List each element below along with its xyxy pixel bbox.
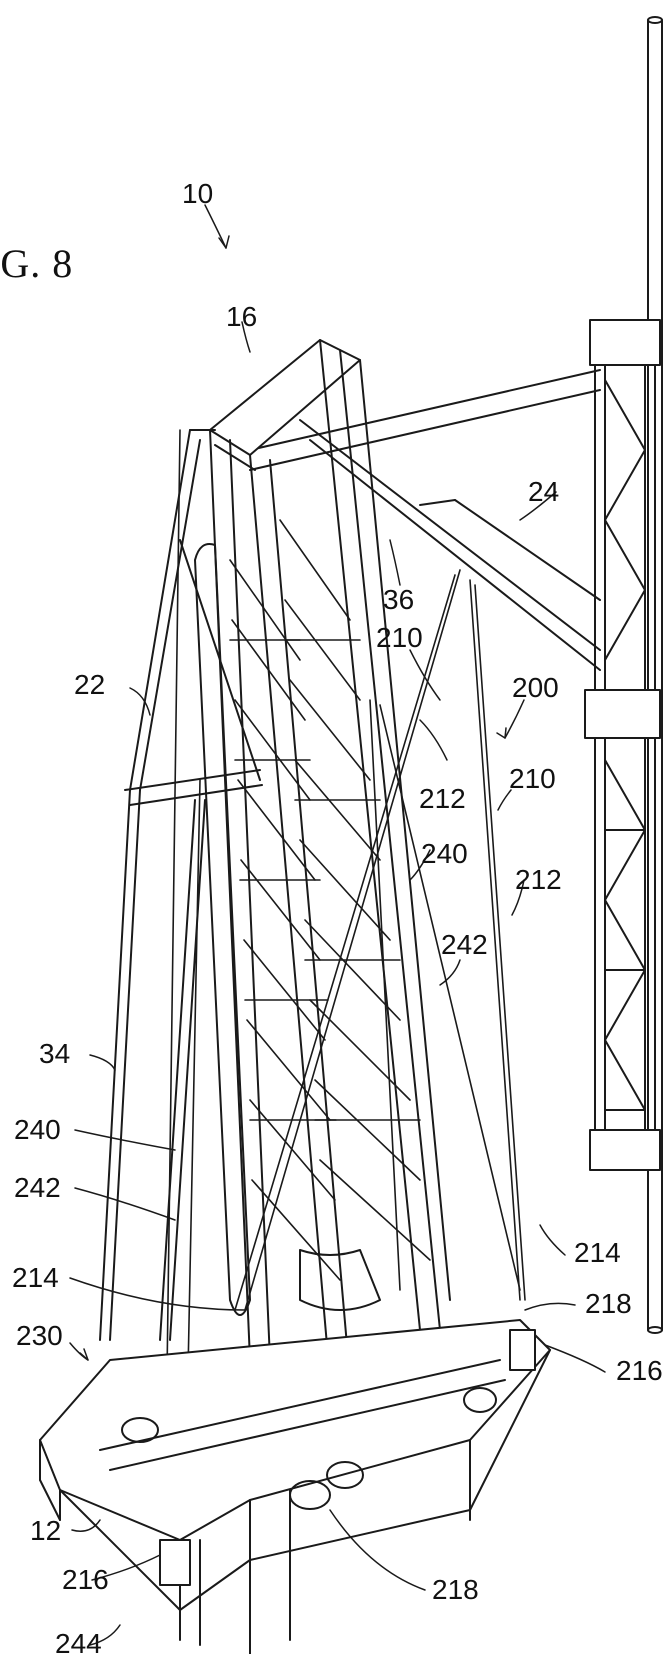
ref-16: 16 [226, 301, 258, 332]
vertical-tubular [647, 16, 663, 1334]
figure-title: IG. 8 [0, 241, 74, 286]
ref-218-right: 218 [585, 1288, 632, 1319]
ref-214-right: 214 [574, 1237, 621, 1268]
cables [164, 429, 526, 1521]
ref-200: 200 [512, 672, 559, 703]
ref-244: 244 [55, 1628, 102, 1659]
ref-36: 36 [383, 584, 415, 615]
ref-212-upper: 212 [419, 783, 466, 814]
ref-210-upper: 210 [376, 622, 423, 653]
ref-242-mid: 242 [441, 929, 488, 960]
ref-218-bottom: 218 [432, 1574, 479, 1605]
leader-lines [69, 204, 606, 1646]
a-frame-legs [99, 429, 263, 1341]
ref-216-left: 216 [62, 1564, 109, 1595]
ref-10: 10 [182, 178, 214, 209]
ref-240-left: 240 [14, 1114, 61, 1145]
ref-34: 34 [39, 1038, 71, 1069]
mast-structure [194, 339, 451, 1381]
ref-216-right: 216 [616, 1355, 663, 1386]
ref-24: 24 [528, 476, 560, 507]
ref-22: 22 [74, 669, 106, 700]
ref-230: 230 [16, 1320, 63, 1351]
guide-frame-200 [584, 319, 661, 1171]
brace-arm-24 [249, 369, 601, 671]
ref-214-left: 214 [12, 1262, 59, 1293]
ref-242-left: 242 [14, 1172, 61, 1203]
ref-210-right: 210 [509, 763, 556, 794]
base-skid [39, 1319, 551, 1655]
ref-12: 12 [30, 1515, 62, 1546]
ref-240-mid: 240 [421, 838, 468, 869]
ref-212-right: 212 [515, 864, 562, 895]
